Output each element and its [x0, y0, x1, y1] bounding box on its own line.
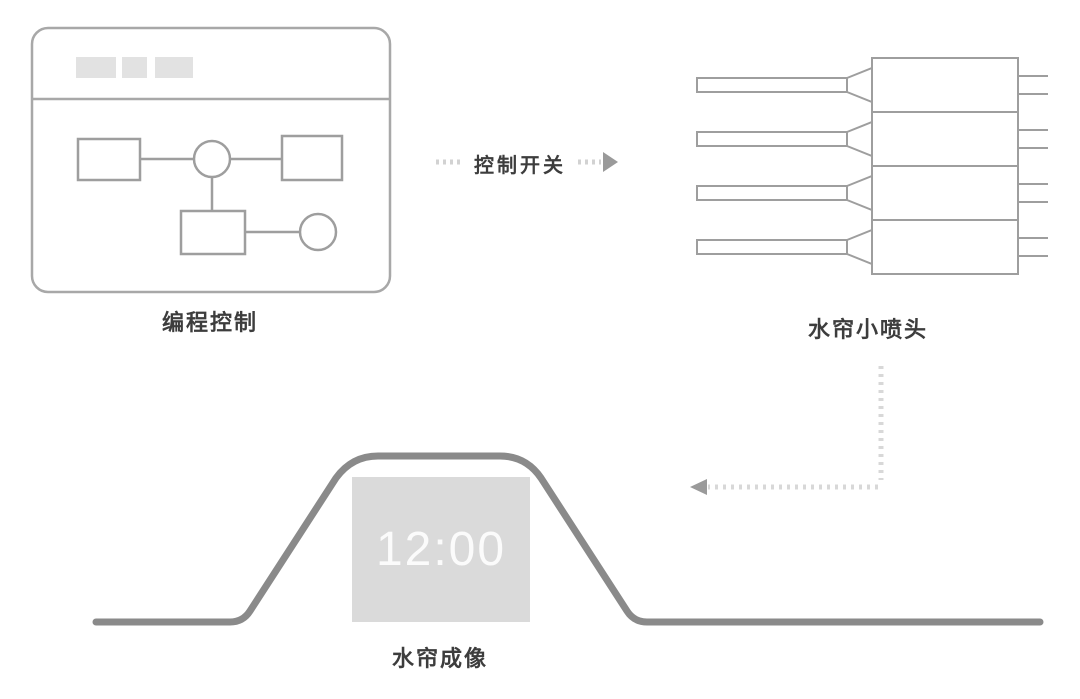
- label-programming-control: 编程控制: [161, 310, 258, 335]
- projection-screen: [352, 477, 530, 622]
- flowchart-icon: [76, 134, 344, 256]
- control-arrow-right-icon: [436, 152, 618, 172]
- projected-time: 12:00: [375, 523, 507, 576]
- label-control-switch: 控制开关: [474, 155, 566, 177]
- label-water-curtain-imaging: 水帘成像: [391, 646, 488, 671]
- nozzle-icon: [696, 57, 1048, 113]
- flow-arrow-down-left-icon: [690, 366, 884, 495]
- water-curtain-shape: [92, 452, 1044, 626]
- nozzle-icon: [696, 165, 1048, 221]
- nozzle-icon: [696, 219, 1048, 275]
- nozzle-array-icon: [696, 57, 1048, 275]
- program-window-icon: [30, 26, 392, 294]
- nozzle-icon: [696, 111, 1048, 167]
- label-water-curtain-nozzles: 水帘小喷头: [807, 317, 928, 342]
- menu-blocks-icon: [76, 57, 193, 78]
